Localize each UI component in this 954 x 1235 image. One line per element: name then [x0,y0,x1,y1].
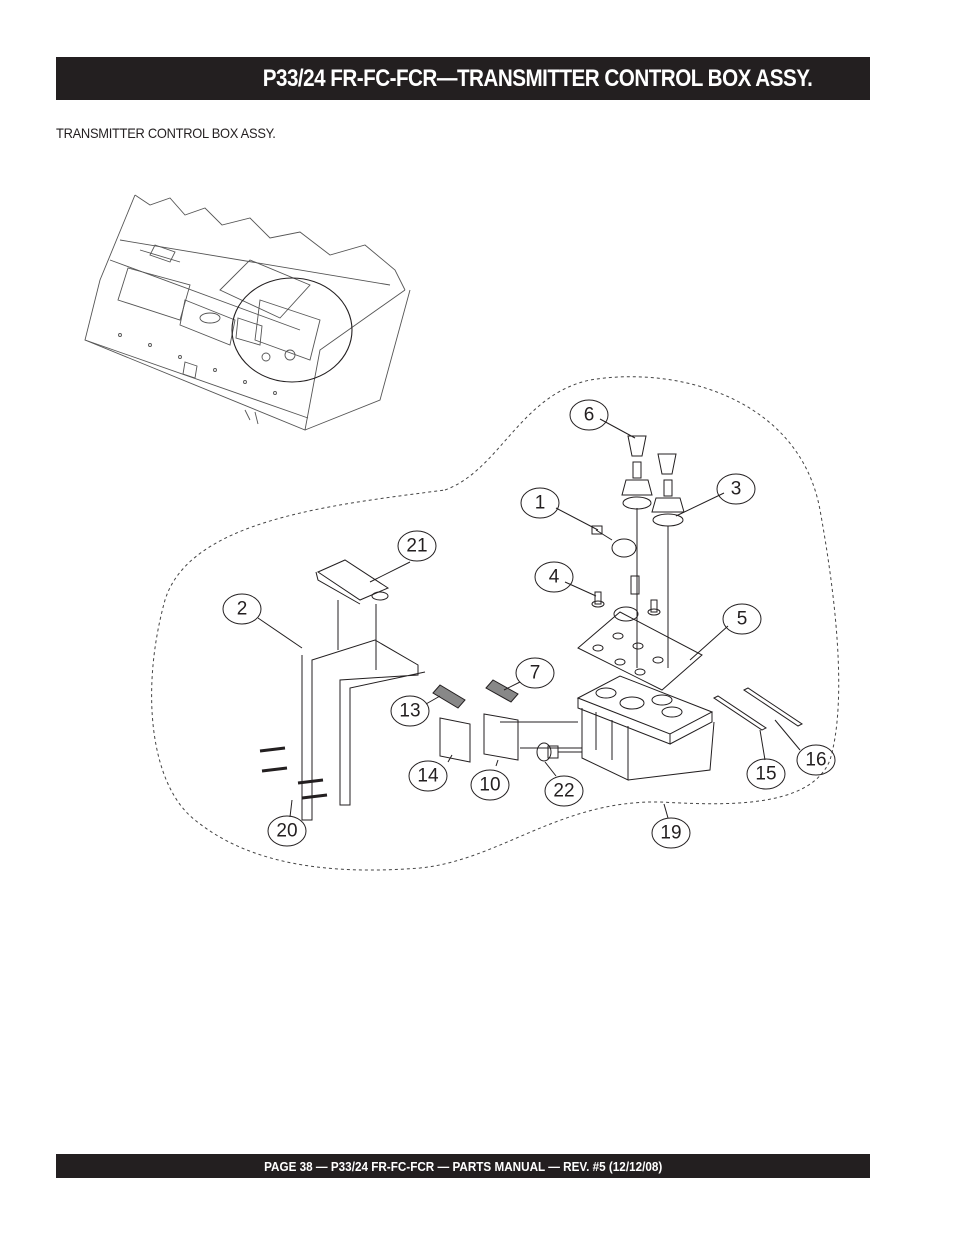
callout-label: 19 [660,823,681,844]
callout-label: 4 [549,567,560,588]
section-subtitle: TRANSMITTER CONTROL BOX ASSY. [56,125,276,141]
callout-label: 20 [276,821,297,842]
page-title-bar: P33/24 FR-FC-FCR—TRANSMITTER CONTROL BOX… [56,57,870,100]
callout-label: 15 [755,764,776,785]
callout-label: 16 [805,750,826,771]
callout-label: 2 [237,599,248,620]
exploded-parts-diagram: 6 3 1 21 4 2 5 7 13 16 15 14 10 22 20 19 [84,194,840,871]
callout-label: 1 [535,493,546,514]
page-footer-bar: PAGE 38 — P33/24 FR-FC-FCR — PARTS MANUA… [56,1154,870,1178]
detail-boundary [151,376,840,871]
page-title: P33/24 FR-FC-FCR—TRANSMITTER CONTROL BOX… [263,64,813,92]
callout-label: 10 [479,775,500,796]
callout-label: 5 [737,609,748,630]
callout-label: 6 [584,405,595,426]
callout-label: 22 [553,781,574,802]
callout-label: 14 [417,766,439,787]
callout-label: 13 [399,701,420,722]
callout-label: 21 [406,536,427,557]
callout-label: 7 [530,663,541,684]
callout-label: 3 [731,479,742,500]
machine-overview-drawing [84,194,411,431]
page-footer: PAGE 38 — P33/24 FR-FC-FCR — PARTS MANUA… [263,1158,663,1174]
